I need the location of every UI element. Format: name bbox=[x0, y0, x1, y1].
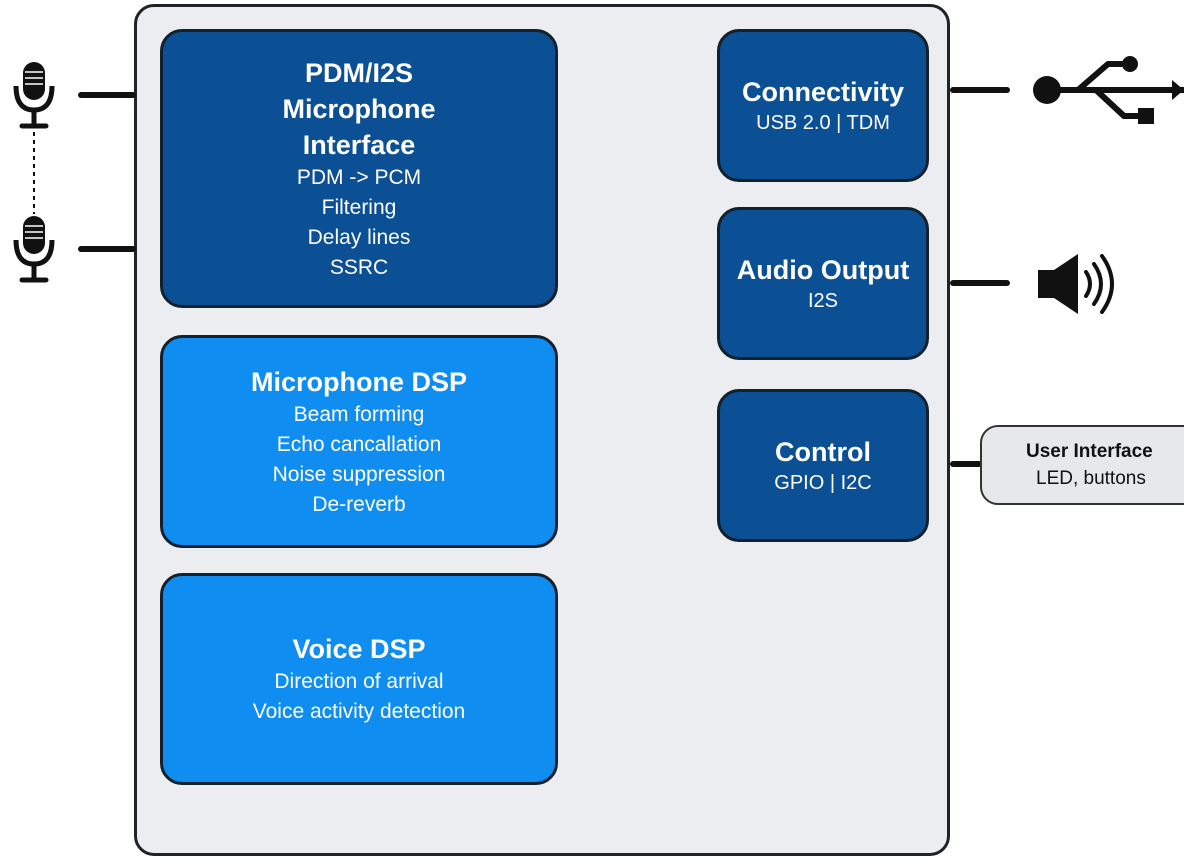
block-detail: Voice activity detection bbox=[252, 700, 466, 723]
microphone-icon bbox=[13, 216, 55, 283]
mic-1-connection-line bbox=[78, 92, 136, 98]
usb-icon bbox=[1033, 56, 1184, 124]
block-detail: Noise suppression bbox=[272, 462, 446, 486]
pdm-i2s-microphone-interface-block: PDM/I2S Microphone Interface PDM -> PCM … bbox=[160, 29, 558, 308]
connectivity-block: Connectivity USB 2.0 | TDM bbox=[717, 29, 929, 182]
mic-2-connection-line bbox=[78, 246, 136, 252]
block-detail: PDM -> PCM bbox=[296, 165, 422, 189]
block-detail: USB 2.0 | TDM bbox=[756, 112, 890, 134]
block-title: Connectivity bbox=[741, 77, 905, 107]
user-interface-box: User Interface LED, buttons bbox=[980, 425, 1184, 505]
block-title: Microphone DSP bbox=[250, 366, 467, 397]
speaker-icon bbox=[1038, 254, 1114, 314]
block-detail: GPIO | I2C bbox=[774, 472, 872, 494]
block-title: Control bbox=[775, 437, 871, 467]
block-title: PDM/I2S bbox=[304, 57, 414, 88]
user-interface-detail: LED, buttons bbox=[1036, 468, 1146, 489]
block-detail: SSRC bbox=[329, 255, 389, 279]
microphone-array-dotted-line bbox=[33, 132, 35, 214]
control-block: Control GPIO | I2C bbox=[717, 389, 929, 542]
user-interface-connection-line bbox=[950, 461, 982, 467]
block-detail: Echo cancallation bbox=[276, 432, 442, 456]
user-interface-title: User Interface bbox=[1026, 441, 1153, 462]
block-detail: Filtering bbox=[321, 195, 397, 219]
block-title: Audio Output bbox=[736, 255, 910, 285]
voice-dsp-block: Voice DSP Direction of arrival Voice act… bbox=[160, 573, 558, 785]
block-title: Voice DSP bbox=[292, 634, 426, 664]
microphone-icon bbox=[13, 62, 55, 129]
block-detail: I2S bbox=[807, 290, 839, 312]
block-detail: Beam forming bbox=[293, 402, 425, 426]
speaker-connection-line bbox=[950, 280, 1010, 286]
usb-connection-line bbox=[950, 87, 1010, 93]
microphone-dsp-block: Microphone DSP Beam forming Echo cancall… bbox=[160, 335, 558, 548]
block-title: Interface bbox=[302, 129, 416, 160]
block-detail: De-reverb bbox=[312, 492, 406, 516]
audio-output-block: Audio Output I2S bbox=[717, 207, 929, 360]
block-detail: Direction of arrival bbox=[274, 670, 444, 693]
block-detail: Delay lines bbox=[307, 225, 411, 249]
block-title: Microphone bbox=[282, 93, 436, 124]
